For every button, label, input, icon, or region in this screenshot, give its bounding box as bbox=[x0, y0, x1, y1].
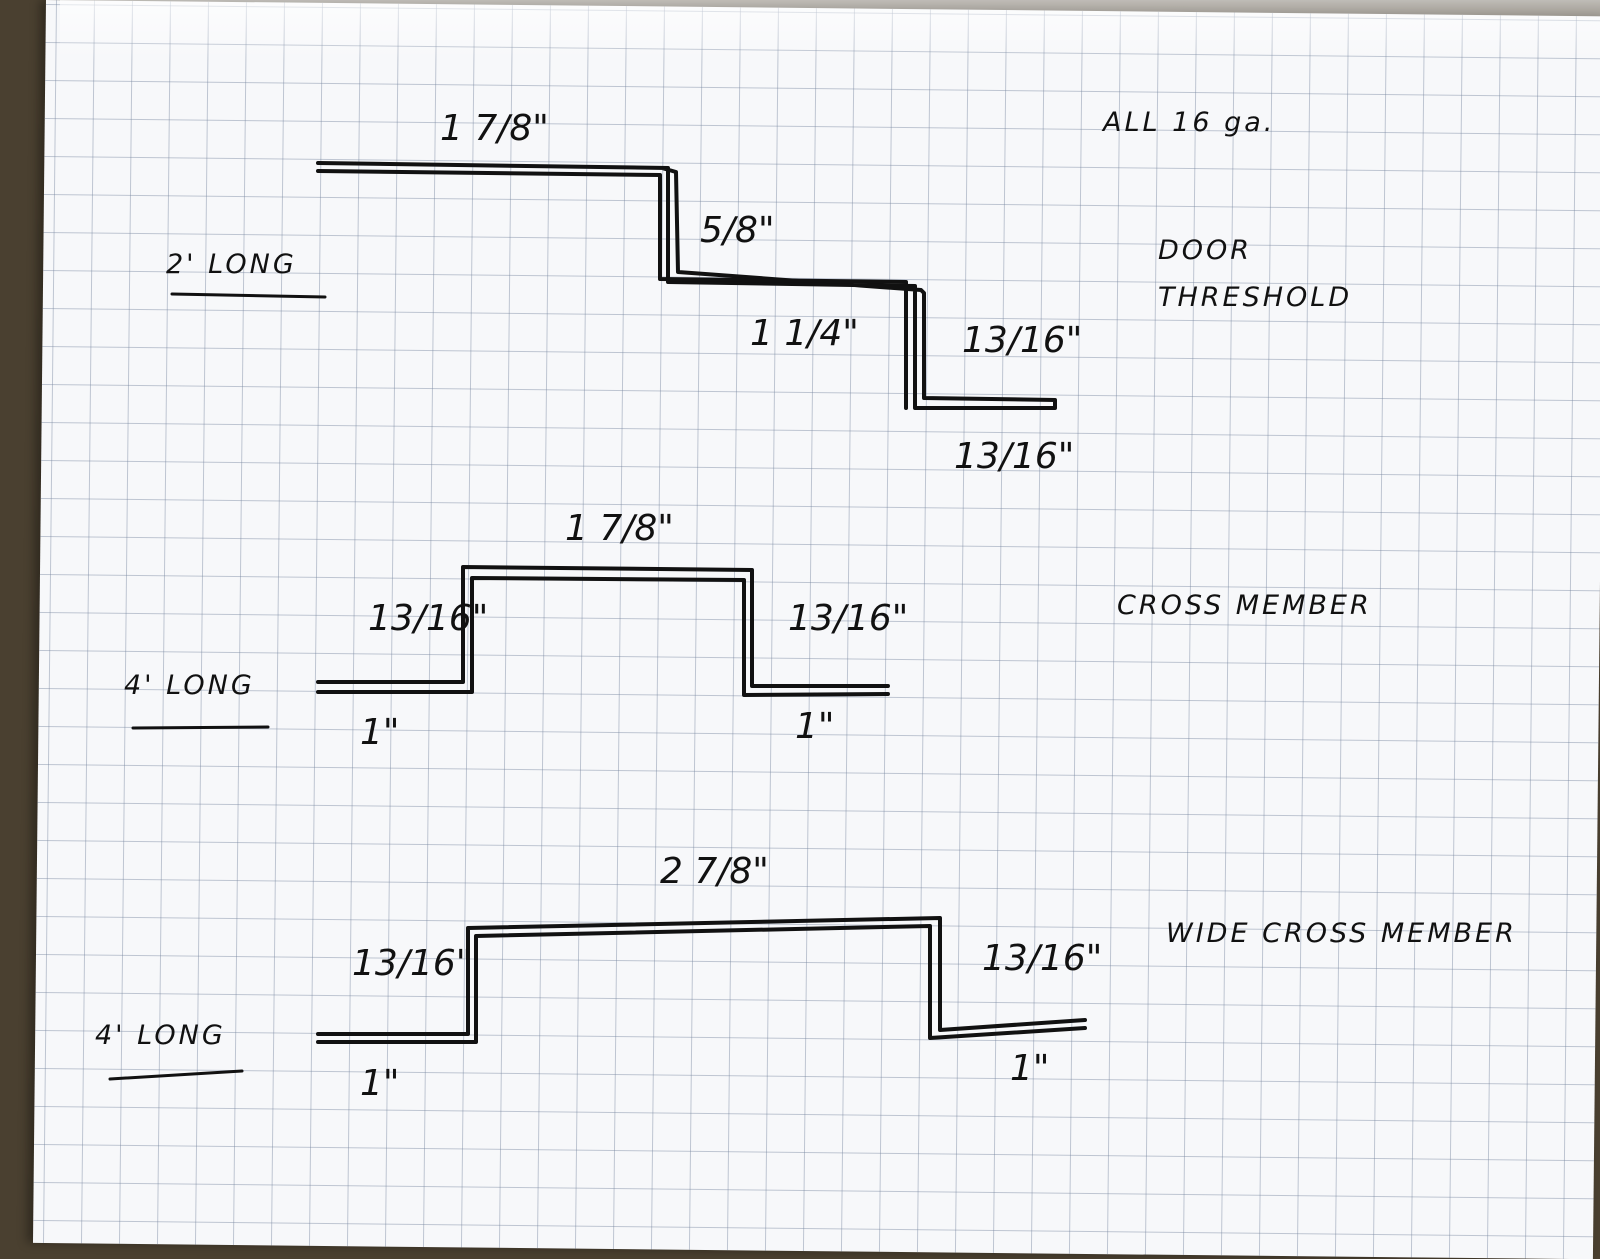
threshold-bottom-flange-dim: 13/16" bbox=[954, 436, 1074, 477]
threshold-name-line2: THRESHOLD bbox=[1158, 282, 1352, 313]
wide-cross-member-left-flange-dim: 1" bbox=[360, 1063, 399, 1104]
wide-cross-member-left-side-dim: 13/16" bbox=[352, 943, 472, 984]
cross-member-name: CROSS MEMBER bbox=[1117, 590, 1372, 621]
cross-member-top-dim: 1 7/8" bbox=[565, 508, 674, 549]
threshold-profile-outer bbox=[316, 161, 1057, 410]
threshold-top-flange-dim: 1 7/8" bbox=[440, 108, 549, 149]
threshold-first-rise-dim: 5/8" bbox=[700, 210, 775, 251]
threshold-name-line1: DOOR bbox=[1158, 235, 1252, 266]
length-underline-2 bbox=[131, 725, 270, 730]
cross-member-right-side-dim: 13/16" bbox=[788, 598, 908, 639]
threshold-profile-inner bbox=[316, 169, 908, 410]
cross-member-profile-inner bbox=[316, 576, 890, 697]
wide-cross-member-profile-inner bbox=[316, 924, 1087, 1044]
gauge-note: ALL 16 ga. bbox=[1101, 107, 1275, 138]
page-fold bbox=[60, 0, 1600, 60]
threshold-second-rise-dim: 13/16" bbox=[962, 320, 1082, 361]
cross-member-left-side-dim: 13/16" bbox=[368, 598, 488, 639]
cross-member-left-flange-dim: 1" bbox=[360, 712, 399, 753]
wide-cross-member-right-flange-dim: 1" bbox=[1010, 1048, 1049, 1089]
length-underline-1 bbox=[170, 292, 327, 299]
wide-cross-member-name: WIDE CROSS MEMBER bbox=[1166, 918, 1517, 949]
wide-cross-member-profile-outer bbox=[316, 916, 1087, 1036]
cross-member-length-label: 4' LONG bbox=[124, 670, 255, 701]
threshold-middle-step-dim: 1 1/4" bbox=[750, 313, 859, 354]
threshold-length-label: 2' LONG bbox=[166, 249, 297, 280]
length-underline-3 bbox=[108, 1069, 244, 1081]
wide-cross-member-right-side-dim: 13/16" bbox=[982, 938, 1102, 979]
wide-cross-member-length-label: 4' LONG bbox=[95, 1020, 226, 1051]
cross-member-profile-outer bbox=[316, 565, 890, 688]
wide-cross-member-top-dim: 2 7/8" bbox=[660, 851, 769, 892]
cross-member-right-flange-dim: 1" bbox=[795, 706, 834, 747]
